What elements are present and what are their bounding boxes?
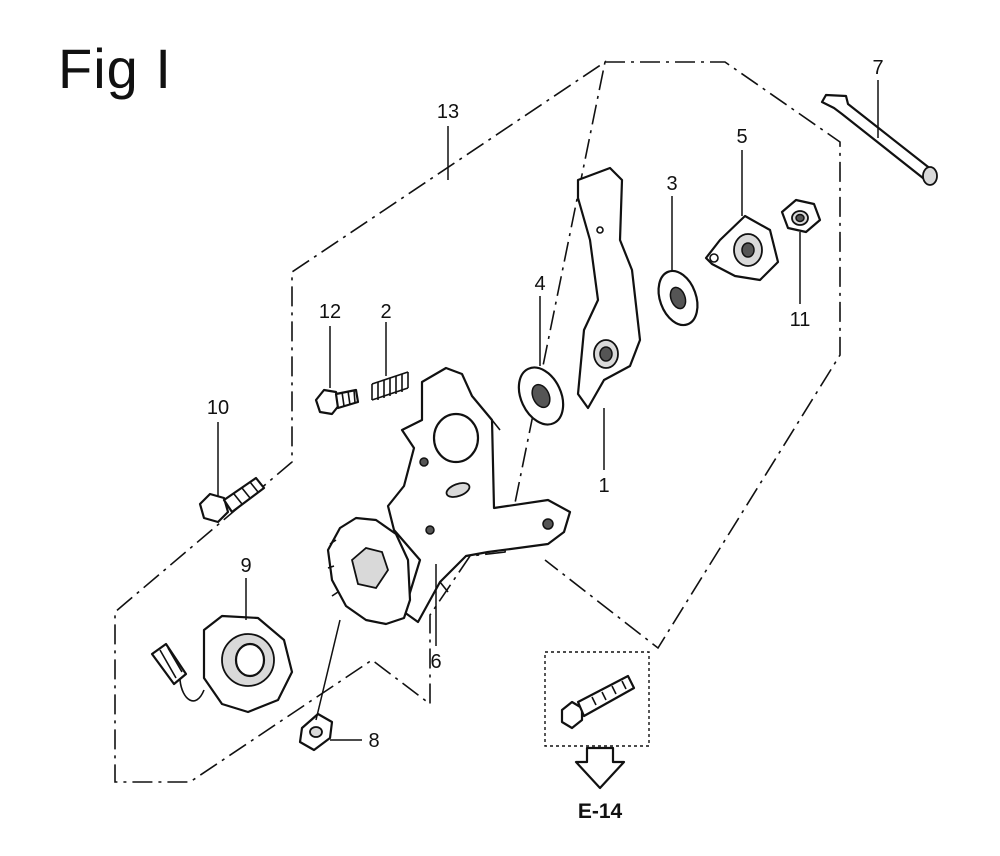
part-7-rod [820,93,938,186]
part-9-switch [150,614,294,714]
callout-1: 1 [598,475,609,497]
callout-13: 13 [437,101,459,123]
callout-7: 7 [872,57,883,79]
reference-box [544,651,650,747]
reference-bolt [560,674,636,730]
part-6-bracket [386,366,572,624]
callout-11: 11 [790,309,811,331]
part-11-nut [780,198,822,234]
part-4-washer [517,366,565,426]
callout-9: 9 [240,555,251,577]
callout-12: 12 [319,301,341,323]
figure-title: Fig I [58,37,172,100]
part-6-switch-plate [326,516,412,626]
part-12-bolt [314,388,360,416]
callout-6: 6 [430,651,441,673]
callout-8: 8 [368,730,379,752]
callout-3: 3 [666,173,677,195]
reference-arrow [574,746,626,790]
reference-label: E-14 [578,800,623,823]
part-10-bolt [198,476,266,524]
part-5-cam-plate [704,214,780,282]
callout-10: 10 [207,397,229,419]
part-3-washer [657,269,699,327]
leader-lines [217,80,879,741]
callout-4: 4 [534,273,545,295]
callout-5: 5 [736,126,747,148]
assembly-boundary [114,60,841,783]
part-1-lever-arm [576,166,642,410]
callout-2: 2 [380,301,391,323]
part-2-spring [371,371,409,401]
